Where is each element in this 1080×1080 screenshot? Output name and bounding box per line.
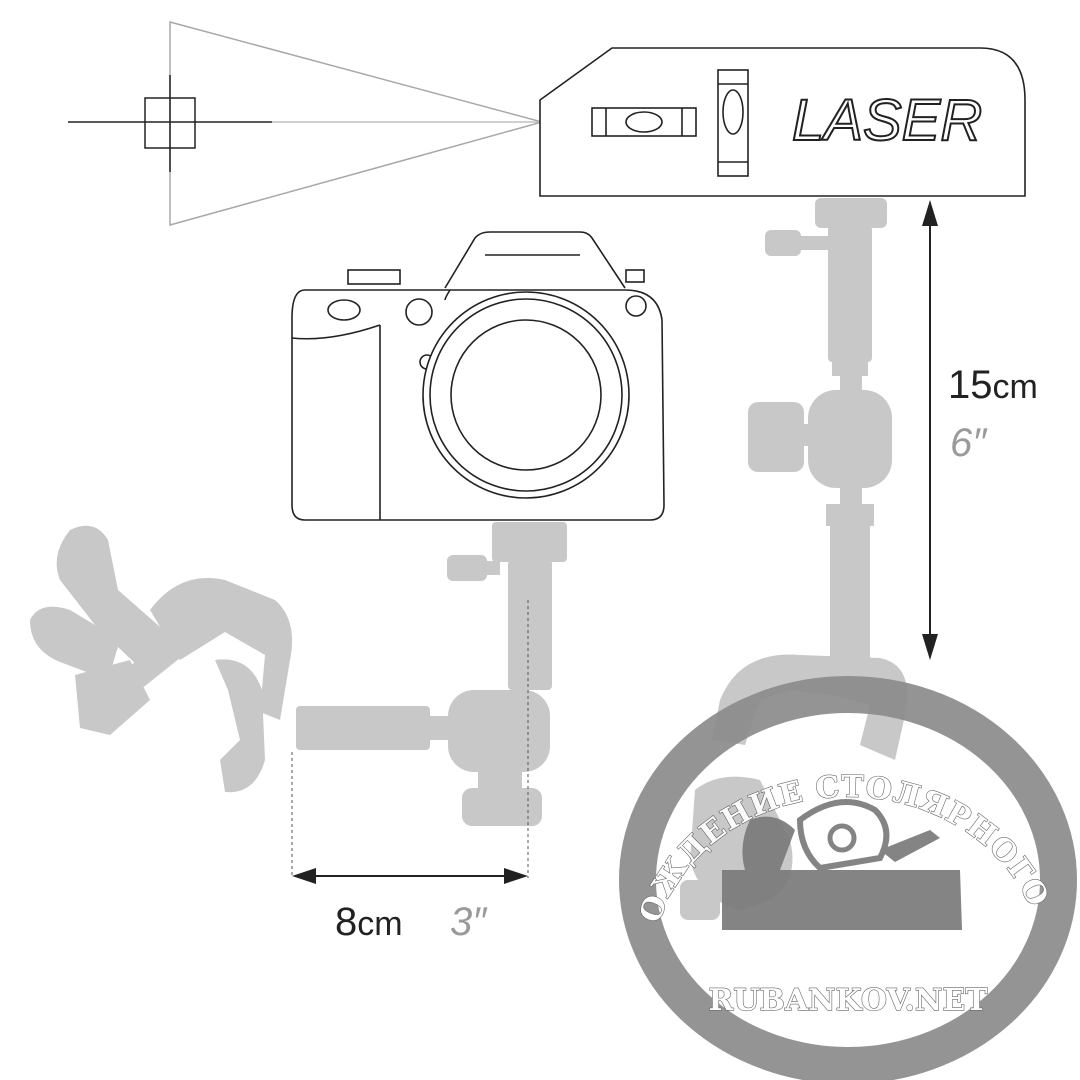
- vertical-bubble-vial-icon: [717, 69, 749, 177]
- left-articulated-arm: [296, 522, 567, 826]
- camera-body: [291, 231, 665, 521]
- laser-level-unit: LASER: [539, 47, 1026, 197]
- vertical-metric-unit: cm: [993, 368, 1038, 406]
- laser-beam: [68, 21, 545, 226]
- horizontal-dimension: 8cm 3″: [291, 600, 529, 944]
- horizontal-bubble-vial-icon: [591, 107, 697, 137]
- watermark-site-text: RUBANKOV.NET: [708, 983, 988, 1018]
- horizontal-imperial-value: 3″: [450, 900, 488, 944]
- laser-label: LASER: [792, 88, 982, 153]
- horizontal-metric-value: 8: [335, 900, 357, 944]
- hand-plane-logo: [722, 799, 962, 930]
- svg-text:8cm: 8cm: [335, 900, 403, 944]
- vertical-dimension: 15cm 6″: [922, 200, 1038, 660]
- vertical-imperial-value: 6″: [950, 421, 988, 465]
- right-articulated-arm: [748, 198, 892, 662]
- left-clamp: [30, 525, 293, 793]
- vertical-metric-value: 15: [948, 363, 993, 407]
- horizontal-metric-unit: cm: [357, 905, 402, 943]
- crosshair-target-icon: [144, 75, 196, 172]
- svg-text:15cm: 15cm: [948, 363, 1038, 407]
